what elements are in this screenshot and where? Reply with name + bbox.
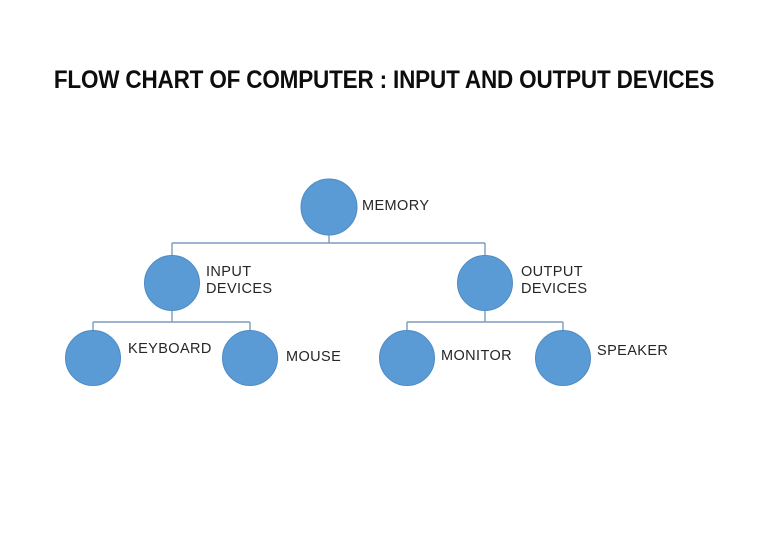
node-label-output-devices: OUTPUT DEVICES — [521, 264, 588, 297]
node-circle-mouse — [222, 330, 278, 386]
node-label-mouse: MOUSE — [286, 349, 342, 365]
node-circle-output-devices — [457, 255, 513, 311]
node-label-memory: MEMORY — [362, 198, 430, 214]
node-circle-input-devices — [144, 255, 200, 311]
node-label-input-devices: INPUT DEVICES — [206, 264, 273, 297]
node-circle-keyboard — [65, 330, 121, 386]
node-circle-memory — [300, 178, 358, 236]
node-label-keyboard: KEYBOARD — [128, 341, 212, 357]
page-title: FLOW CHART OF COMPUTER : INPUT AND OUTPU… — [53, 66, 715, 94]
node-circle-monitor — [379, 330, 435, 386]
node-circle-speaker — [535, 330, 591, 386]
node-label-speaker: SPEAKER — [597, 343, 669, 359]
node-label-monitor: MONITOR — [441, 348, 513, 364]
